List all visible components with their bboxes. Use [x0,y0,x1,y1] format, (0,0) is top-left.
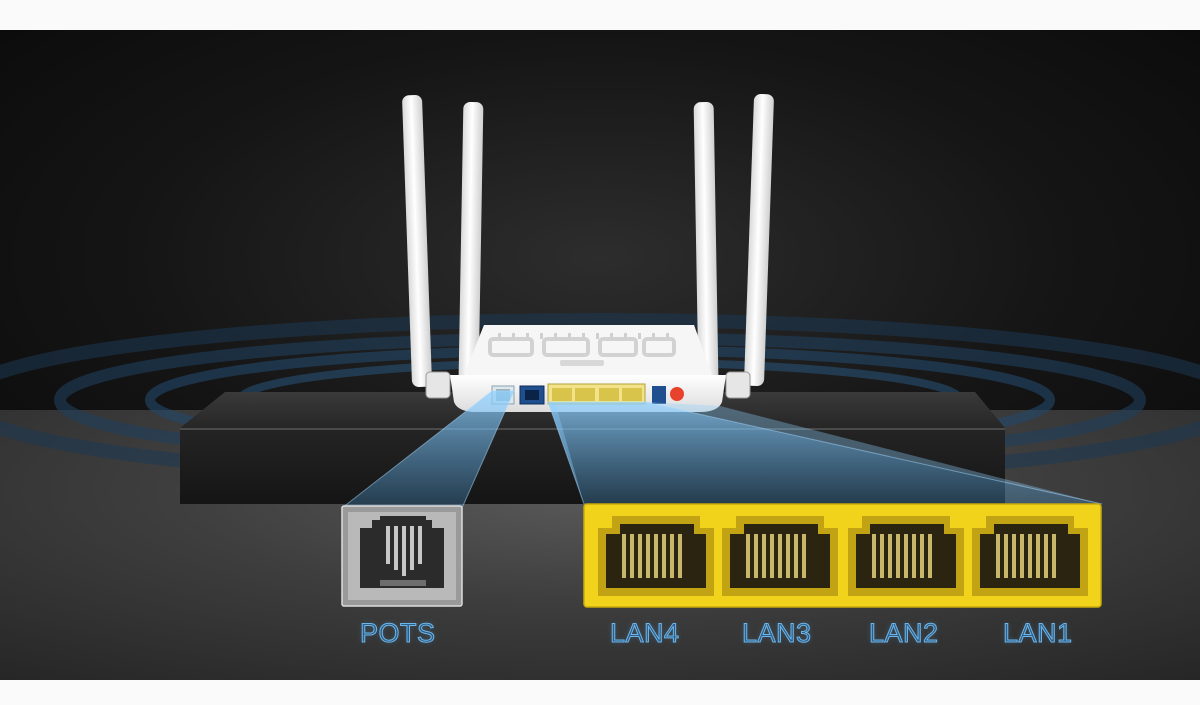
bottom-margin [0,680,1200,705]
lan3-port-label: LAN3 [742,618,812,649]
embossed-logo-icon [488,337,676,357]
lan2-port-label: LAN2 [869,618,939,649]
lan4-port-label: LAN4 [610,618,680,649]
router-illustration [0,93,1200,608]
router-antennas [402,93,774,399]
port-callout-beams [340,390,1103,509]
router-product-image [0,30,1200,680]
rj45-port-icon [972,516,1088,596]
rj45-port-icon [848,516,964,596]
lan-ports-callout [583,503,1102,608]
rj45-port-icon [598,516,714,596]
pots-port-label: POTS [360,618,436,649]
rj11-port-icon [360,516,444,588]
lan1-port-label: LAN1 [1003,618,1073,649]
router-body [450,325,726,412]
rj45-port-icon [722,516,838,596]
pots-port-callout [341,505,463,607]
top-margin [0,0,1200,30]
